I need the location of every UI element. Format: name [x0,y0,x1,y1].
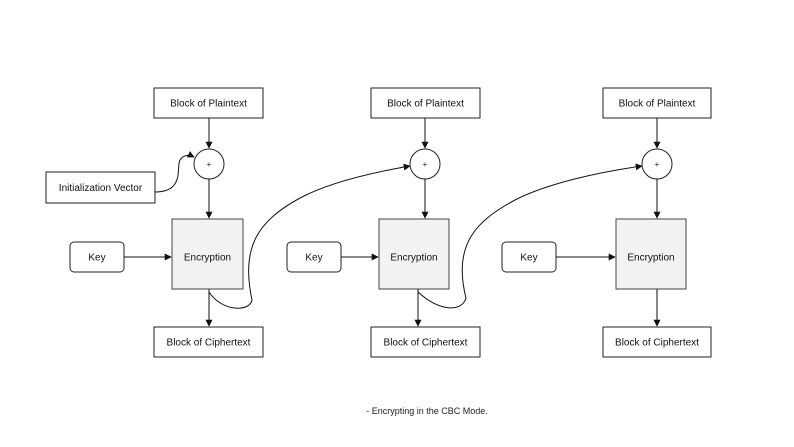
encryption-label-3: Encryption [627,253,674,264]
xor-label-3: + [655,160,660,169]
ciphertext-label-3: Block of Ciphertext [615,338,699,349]
ciphertext-box-2 [370,326,481,358]
block-3: Block of Plaintext + Encryption Key Bloc… [501,87,712,358]
plaintext-label-2: Block of Plaintext [387,99,464,110]
encryption-label-1: Encryption [184,253,231,264]
iv-box [45,171,156,204]
key-label-1: Key [88,253,105,264]
ciphertext-label-2: Block of Ciphertext [384,338,468,349]
plaintext-label-3: Block of Plaintext [619,99,696,110]
key-label-3: Key [520,253,537,264]
encryption-box-3 [615,218,687,290]
xor-label-2: + [423,160,428,169]
plaintext-box-3 [602,87,712,119]
ciphertext-label-1: Block of Ciphertext [167,338,251,349]
figure-caption: - Encrypting in the CBC Mode. [366,406,488,416]
edge-chain-1-to-2 [208,163,411,309]
plaintext-box-2 [370,87,481,119]
key-label-2: Key [305,253,322,264]
edge-chain-2-to-3 [417,163,643,309]
ciphertext-box-3 [602,326,712,358]
ciphertext-box-1 [153,326,264,358]
block-2: Block of Plaintext + Encryption Key Bloc… [286,87,481,358]
encryption-box-1 [171,218,244,290]
encryption-box-2 [378,218,450,290]
encryption-label-2: Encryption [390,253,437,264]
xor-label-1: + [207,160,212,169]
block-1: Block of Plaintext + Encryption Key Bloc… [45,87,264,358]
iv-label: Initialization Vector [59,183,143,194]
plaintext-box-1 [153,87,264,119]
edge-iv-to-xor-1 [154,151,195,193]
plaintext-label-1: Block of Plaintext [170,99,247,110]
